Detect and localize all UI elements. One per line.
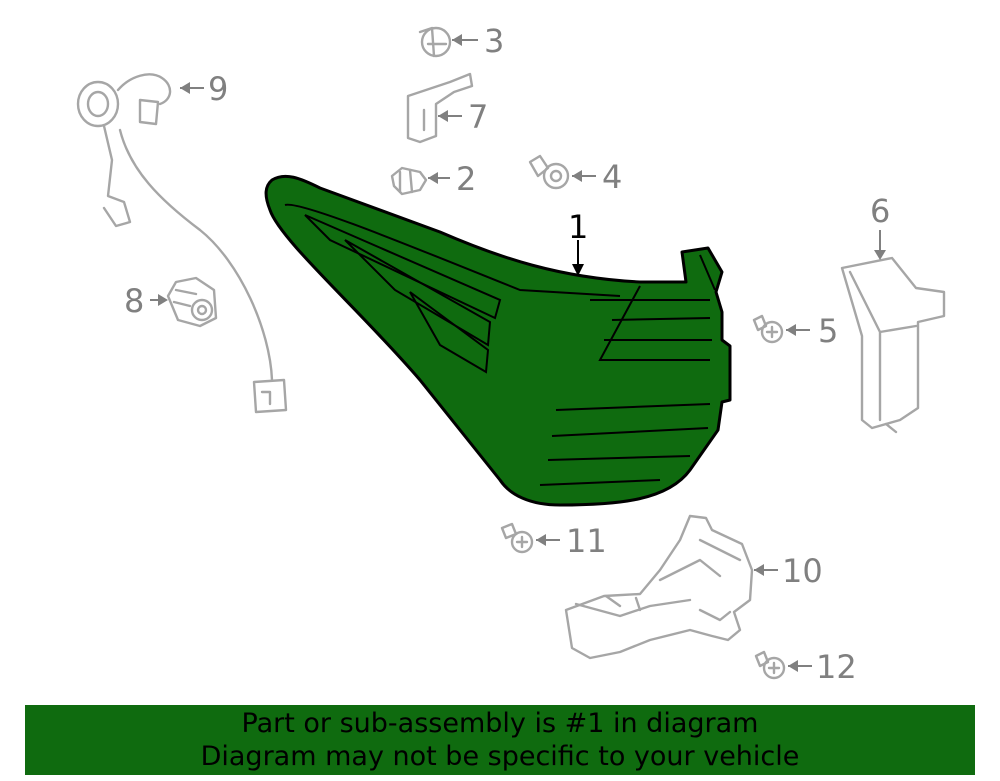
screw-part-12[interactable] xyxy=(754,650,786,680)
callout-1[interactable]: 1 xyxy=(568,208,588,246)
screw-part-11[interactable] xyxy=(500,522,534,554)
clip-part-3[interactable] xyxy=(418,26,452,58)
callout-10[interactable]: 10 xyxy=(782,552,823,590)
banner-line-part-info: Part or sub-assembly is #1 in diagram xyxy=(241,708,759,739)
callout-3[interactable]: 3 xyxy=(484,22,504,60)
mounting-bracket-part-10[interactable] xyxy=(564,514,754,660)
clip-part-2[interactable] xyxy=(390,166,428,196)
callout-8[interactable]: 8 xyxy=(124,282,144,320)
callout-7[interactable]: 7 xyxy=(468,98,488,136)
callout-9[interactable]: 9 xyxy=(208,70,228,108)
tail-lamp-assembly-part-1[interactable] xyxy=(264,174,732,507)
info-banner: Part or sub-assembly is #1 in diagram Di… xyxy=(25,705,975,775)
callout-11[interactable]: 11 xyxy=(566,522,607,560)
callout-5[interactable]: 5 xyxy=(818,312,838,350)
callout-2[interactable]: 2 xyxy=(456,160,476,198)
cover-part-6[interactable] xyxy=(840,256,946,434)
exploded-parts-diagram: 1 2 3 4 5 6 7 8 9 10 11 12 xyxy=(76,22,946,686)
callout-4[interactable]: 4 xyxy=(602,158,622,196)
callout-6[interactable]: 6 xyxy=(870,192,890,230)
callout-12[interactable]: 12 xyxy=(816,648,857,686)
screw-part-4[interactable] xyxy=(528,154,570,190)
screw-part-5[interactable] xyxy=(752,314,784,344)
bulb-socket-part-8[interactable] xyxy=(166,276,218,328)
wiring-harness-part-9[interactable] xyxy=(76,73,288,414)
bracket-part-7[interactable] xyxy=(406,72,474,144)
banner-line-vehicle-disclaimer: Diagram may not be specific to your vehi… xyxy=(200,741,800,772)
